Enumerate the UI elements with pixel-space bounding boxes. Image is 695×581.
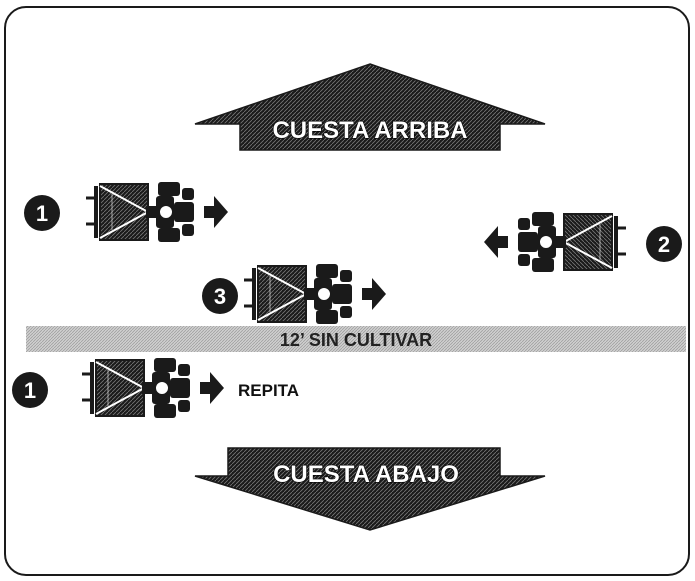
svg-text:3: 3 xyxy=(214,284,226,309)
repeat-label: REPITA xyxy=(238,381,299,400)
pass-2-row: 2 xyxy=(482,210,682,274)
pass-1-row: 1 xyxy=(24,180,230,244)
pass-3-badge: 3 xyxy=(202,278,238,314)
diagram-frame xyxy=(4,6,690,576)
downhill-arrow: CUESTA ABAJO xyxy=(194,447,546,531)
pass-1-badge: 1 xyxy=(24,195,60,231)
uphill-arrow: CUESTA ARRIBA xyxy=(194,63,546,151)
svg-text:1: 1 xyxy=(24,378,36,403)
tractor-tiller-icon xyxy=(84,180,230,244)
tractor-tiller-icon xyxy=(80,356,226,420)
pass-2-badge: 2 xyxy=(646,226,682,262)
tractor-tiller-icon xyxy=(242,262,388,326)
downhill-label: CUESTA ABAJO xyxy=(273,461,459,488)
pass-3-row: 3 xyxy=(202,262,388,326)
untilled-strip: 12’ SIN CULTIVAR xyxy=(26,326,686,352)
svg-text:1: 1 xyxy=(36,201,48,226)
svg-text:2: 2 xyxy=(658,232,670,257)
pass-1-repeat-row: 1 REPITA xyxy=(12,356,299,420)
tractor-tiller-icon-reversed xyxy=(482,210,628,274)
strip-label: 12’ SIN CULTIVAR xyxy=(280,330,432,350)
pass-1-repeat-badge: 1 xyxy=(12,372,48,408)
uphill-label: CUESTA ARRIBA xyxy=(272,117,467,144)
